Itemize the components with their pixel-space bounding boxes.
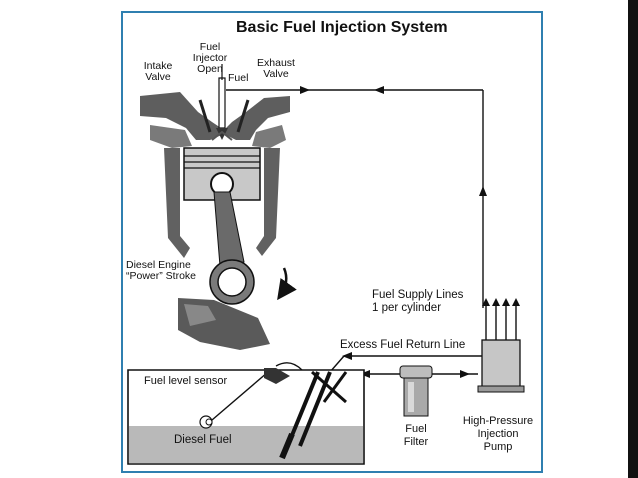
exhaust-valve-stem xyxy=(236,99,250,133)
injector-nozzle xyxy=(216,128,228,140)
fuel-filter xyxy=(399,365,433,417)
rotation-arrow xyxy=(277,267,297,301)
label-diesel-fuel: Diesel Fuel xyxy=(174,434,232,446)
cylinder-wall-right xyxy=(256,148,280,256)
level-sensor-unit xyxy=(264,368,290,384)
exhaust-port xyxy=(252,125,286,148)
cylinder-wall-left xyxy=(164,148,190,258)
label-fuel: Fuel xyxy=(228,72,249,84)
connecting-rod xyxy=(213,191,245,267)
diagram-title: Basic Fuel Injection System xyxy=(236,19,448,36)
engine-illustration xyxy=(140,64,297,350)
diesel-fuel-level xyxy=(129,426,363,463)
injector-body xyxy=(218,77,226,129)
fuel-spray xyxy=(211,130,233,141)
intake-valve-stem xyxy=(198,99,212,133)
label-fuel-level-sensor: Fuel level sensor xyxy=(144,375,228,387)
injection-pump xyxy=(477,298,525,393)
fuel-supply-line xyxy=(226,86,487,308)
cylinder-head xyxy=(140,92,290,140)
fuel-tank xyxy=(127,362,365,465)
label-excess-return: Excess Fuel Return Line xyxy=(340,339,466,351)
right-edge-bar xyxy=(628,0,638,478)
label-engine-stroke: Diesel Engine“Power” Stroke xyxy=(126,259,197,282)
intake-port xyxy=(150,125,192,148)
